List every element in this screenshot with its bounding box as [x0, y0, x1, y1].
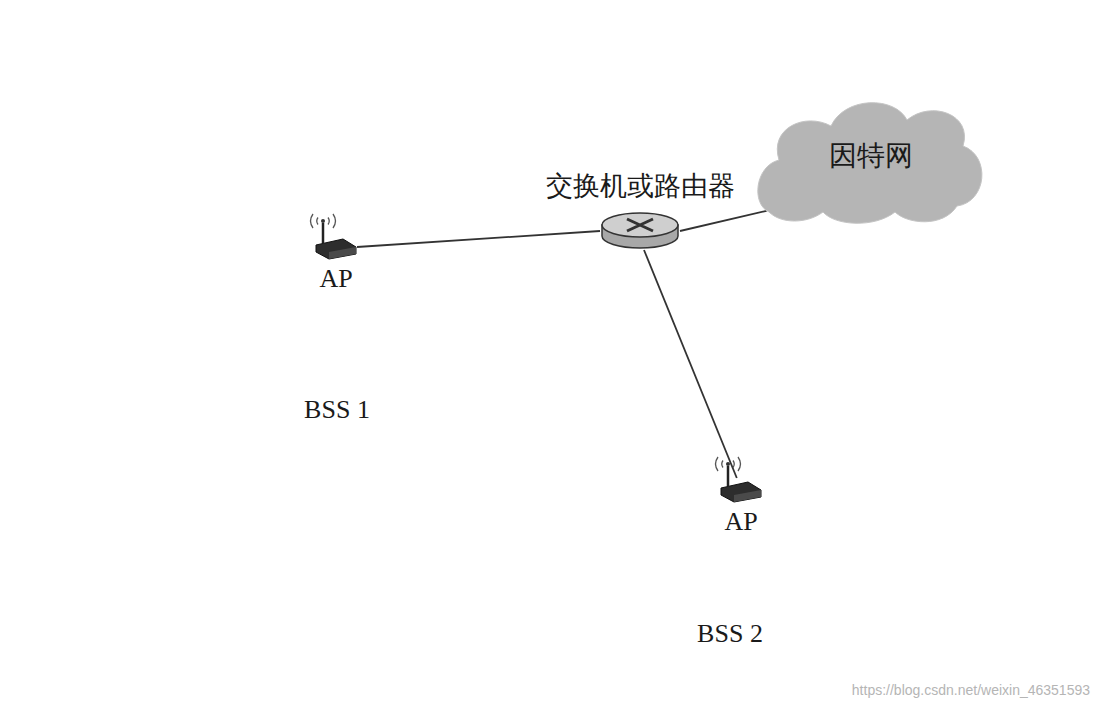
laptop-icon	[404, 106, 466, 189]
laptop-group	[535, 283, 925, 673]
network-link	[357, 231, 600, 247]
bss-label: BSS 2	[697, 618, 763, 649]
bss-label: BSS 1	[304, 394, 370, 425]
access-point: AP	[720, 478, 762, 502]
laptop-icon	[584, 386, 646, 469]
cloud-label: 因特网	[829, 139, 913, 173]
watermark: https://blog.csdn.net/weixin_46351593	[852, 682, 1090, 698]
laptop-icon	[209, 231, 271, 314]
device-label: 交换机或路由器	[544, 170, 737, 202]
ap-device	[315, 235, 357, 259]
router-icon	[600, 212, 680, 250]
router-symbol: 交换机或路由器	[600, 212, 680, 250]
bss-outline	[535, 283, 925, 673]
ap-device	[720, 478, 762, 502]
laptop-icon	[819, 476, 881, 559]
access-point: AP	[315, 235, 357, 259]
ap-label: AP	[319, 263, 352, 294]
laptop-icon	[409, 276, 471, 359]
internet-cloud: 因特网	[755, 92, 987, 227]
ap-label: AP	[724, 506, 757, 537]
network-link	[644, 250, 737, 478]
laptop-icon	[729, 316, 791, 399]
laptop-icon	[624, 511, 686, 594]
bss-circle: AP BSS 2	[535, 283, 925, 673]
bss-circle: AP BSS 1	[157, 84, 517, 444]
network-link	[680, 211, 767, 231]
